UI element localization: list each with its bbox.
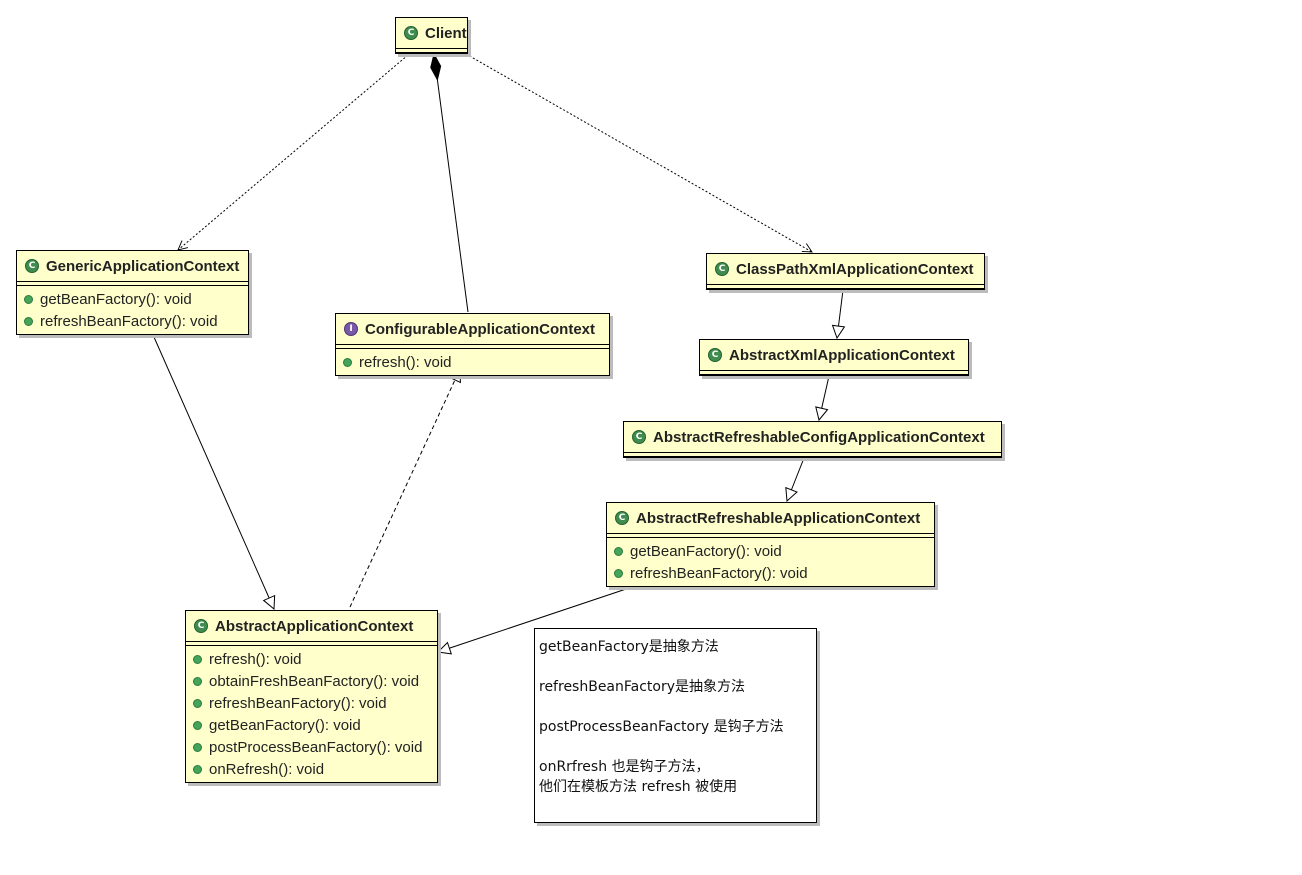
class-abstractxml-name: AbstractXmlApplicationContext <box>729 346 955 364</box>
class-abstract-refreshable-application-context[interactable]: C AbstractRefreshableApplicationContext … <box>606 502 935 587</box>
class-icon: C <box>25 259 39 273</box>
method-signature: getBeanFactory(): void <box>630 542 782 560</box>
class-classpath-divider <box>707 285 984 289</box>
method-signature: refreshBeanFactory(): void <box>209 694 387 712</box>
class-refreshableconfig-divider <box>624 453 1001 457</box>
class-icon: C <box>708 348 722 362</box>
edge-refreshableconfig-refreshable-generalization <box>787 457 805 501</box>
method-signature: getBeanFactory(): void <box>209 716 361 734</box>
class-client[interactable]: C Client <box>395 17 468 54</box>
class-generic-name: GenericApplicationContext <box>46 257 240 275</box>
interface-icon: I <box>344 322 358 336</box>
method-signature: obtainFreshBeanFactory(): void <box>209 672 420 690</box>
class-abstractapp-methods: refresh(): void obtainFreshBeanFactory()… <box>186 646 437 782</box>
public-method-icon <box>193 764 202 774</box>
public-method-icon <box>614 546 623 556</box>
edge-generic-abstractapp-generalization <box>149 327 274 609</box>
method-row: refreshBeanFactory(): void <box>607 562 934 584</box>
method-signature: refreshBeanFactory(): void <box>40 312 218 330</box>
class-refreshable-methods: getBeanFactory(): void refreshBeanFactor… <box>607 538 934 586</box>
class-classpath-name: ClassPathXmlApplicationContext <box>736 260 974 278</box>
method-row: getBeanFactory(): void <box>186 714 437 736</box>
class-generic-divider <box>17 282 248 286</box>
class-generic-application-context[interactable]: C GenericApplicationContext getBeanFacto… <box>16 250 249 335</box>
interface-configurable-header: I ConfigurableApplicationContext <box>336 314 609 345</box>
public-method-icon <box>24 294 33 304</box>
class-abstract-refreshable-config-application-context[interactable]: C AbstractRefreshableConfigApplicationCo… <box>623 421 1002 458</box>
method-row: obtainFreshBeanFactory(): void <box>186 670 437 692</box>
method-signature: refresh(): void <box>209 650 302 668</box>
class-abstract-application-context[interactable]: C AbstractApplicationContext refresh(): … <box>185 610 438 783</box>
class-refreshable-header: C AbstractRefreshableApplicationContext <box>607 503 934 534</box>
method-signature: onRefresh(): void <box>209 760 325 778</box>
note-line <box>539 697 812 717</box>
class-generic-methods: getBeanFactory(): void refreshBeanFactor… <box>17 286 248 334</box>
note-line: 他们在模板方法 refresh 被使用 <box>539 779 738 795</box>
class-client-divider <box>396 49 467 53</box>
public-method-icon <box>193 654 202 664</box>
edge-configurable-client-composition <box>434 54 469 313</box>
class-icon: C <box>632 430 646 444</box>
note-line <box>539 737 812 757</box>
class-refreshableconfig-name: AbstractRefreshableConfigApplicationCont… <box>653 428 985 446</box>
method-row: getBeanFactory(): void <box>17 288 248 310</box>
public-method-icon <box>193 720 202 730</box>
class-client-name: Client <box>425 24 467 42</box>
public-method-icon <box>193 676 202 686</box>
method-signature: refresh(): void <box>359 353 452 371</box>
interface-configurable-application-context[interactable]: I ConfigurableApplicationContext refresh… <box>335 313 610 376</box>
public-method-icon <box>193 698 202 708</box>
note-box[interactable]: getBeanFactory是抽象方法 refreshBeanFactory是抽… <box>534 628 817 823</box>
note-line: postProcessBeanFactory 是钩子方法 <box>539 719 784 735</box>
interface-configurable-name: ConfigurableApplicationContext <box>365 320 595 338</box>
method-row: getBeanFactory(): void <box>607 540 934 562</box>
class-icon: C <box>404 26 418 40</box>
class-refreshable-name: AbstractRefreshableApplicationContext <box>636 509 921 527</box>
method-row: refreshBeanFactory(): void <box>186 692 437 714</box>
class-icon: C <box>715 262 729 276</box>
class-abstractapp-name: AbstractApplicationContext <box>215 617 414 635</box>
class-icon: C <box>615 511 629 525</box>
edge-client-classpath-dependency <box>465 53 812 252</box>
method-row: refresh(): void <box>336 351 609 373</box>
class-refreshable-divider <box>607 534 934 538</box>
edge-client-generic-dependency <box>178 54 409 250</box>
note-line: refreshBeanFactory是抽象方法 <box>539 679 746 695</box>
edge-abstractapp-configurable-realization <box>349 369 460 608</box>
class-abstractapp-header: C AbstractApplicationContext <box>186 611 437 642</box>
class-icon: C <box>194 619 208 633</box>
edge-abstractxml-refreshableconfig-generalization <box>819 375 830 420</box>
public-method-icon <box>343 357 352 367</box>
public-method-icon <box>24 316 33 326</box>
class-abstract-xml-application-context[interactable]: C AbstractXmlApplicationContext <box>699 339 969 376</box>
edge-refreshable-abstractapp-generalization <box>438 580 651 652</box>
interface-configurable-divider <box>336 345 609 349</box>
note-line <box>539 657 812 677</box>
method-signature: postProcessBeanFactory(): void <box>209 738 423 756</box>
public-method-icon <box>614 568 623 578</box>
class-classpath-xml-application-context[interactable]: C ClassPathXmlApplicationContext <box>706 253 985 290</box>
method-signature: getBeanFactory(): void <box>40 290 192 308</box>
class-abstractxml-divider <box>700 371 968 375</box>
public-method-icon <box>193 742 202 752</box>
method-row: refreshBeanFactory(): void <box>17 310 248 332</box>
method-row: refresh(): void <box>186 648 437 670</box>
class-generic-header: C GenericApplicationContext <box>17 251 248 282</box>
method-row: postProcessBeanFactory(): void <box>186 736 437 758</box>
class-refreshableconfig-header: C AbstractRefreshableConfigApplicationCo… <box>624 422 1001 453</box>
edge-classpath-abstractxml-generalization <box>837 289 843 338</box>
class-abstractapp-divider <box>186 642 437 646</box>
method-row: onRefresh(): void <box>186 758 437 780</box>
note-line: onRrfresh 也是钩子方法， <box>539 759 710 775</box>
interface-configurable-methods: refresh(): void <box>336 349 609 375</box>
class-classpath-header: C ClassPathXmlApplicationContext <box>707 254 984 285</box>
note-line: getBeanFactory是抽象方法 <box>539 639 719 655</box>
method-signature: refreshBeanFactory(): void <box>630 564 808 582</box>
class-client-header: C Client <box>396 18 467 49</box>
class-abstractxml-header: C AbstractXmlApplicationContext <box>700 340 968 371</box>
